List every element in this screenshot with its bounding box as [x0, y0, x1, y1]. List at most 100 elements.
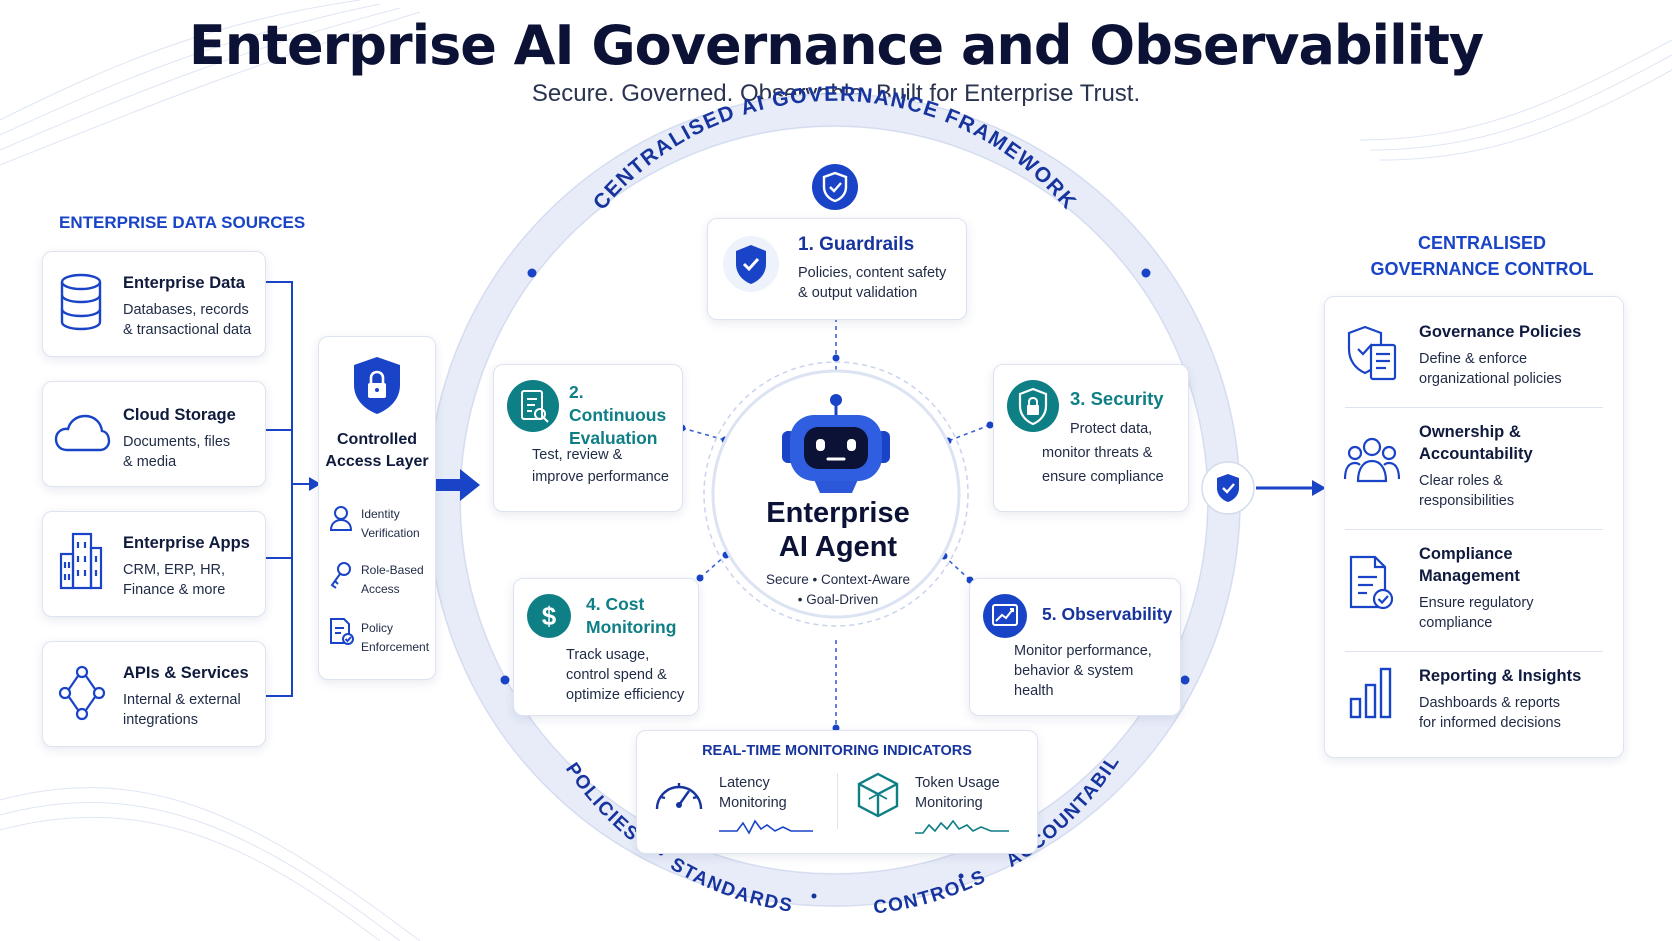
cost-title: 4. Cost Monitoring — [586, 593, 676, 639]
data-source-desc-line2: & transactional data — [123, 322, 252, 338]
data-source-title: Cloud Storage — [123, 406, 236, 424]
access-layer-card: Controlled Access Layer Identity Verific… — [318, 336, 436, 680]
bar-chart-icon — [1349, 667, 1392, 719]
team-icon — [1343, 437, 1401, 483]
access-layer-title-line2: Access Layer — [325, 453, 429, 470]
policy-document-icon — [330, 618, 354, 645]
governance-control-heading: CENTRALISED GOVERNANCE CONTROL — [1322, 230, 1642, 282]
data-source-title: Enterprise Apps — [123, 534, 250, 552]
policy-shield-icon — [1347, 325, 1397, 381]
latency-sparkline — [719, 819, 813, 835]
access-item-role: Role-Based Access — [361, 561, 424, 599]
module-continuous-evaluation: 2. Continuous Evaluation Test, review & … — [493, 364, 683, 512]
access-layer-title-line1: Controlled — [337, 431, 417, 448]
ring-word-standards: STANDARDS — [667, 854, 794, 917]
governance-divider — [1345, 529, 1603, 530]
governance-item-desc-line1: Ensure regulatory — [1419, 595, 1534, 611]
data-source-card-apis: APIs & Services Internal & external inte… — [42, 641, 266, 747]
access-item-line1: Identity — [361, 507, 400, 521]
observability-desc-line1: Monitor performance, — [1014, 643, 1152, 659]
access-item-line1: Role-Based — [361, 563, 424, 577]
governance-item-title: Compliance Management — [1419, 543, 1520, 587]
data-source-desc-line2: Finance & more — [123, 582, 226, 598]
access-item-identity: Identity Verification — [361, 505, 420, 543]
security-desc-line2: monitor threats & — [1042, 445, 1153, 461]
governance-control-panel: Governance Policies Define & enforce org… — [1324, 296, 1624, 758]
ring-word-policies: POLICIES — [561, 759, 642, 846]
governance-item-desc-line1: Clear roles & — [1419, 473, 1503, 489]
guardrails-desc-line1: Policies, content safety — [798, 265, 947, 281]
governance-control-heading-line2: GOVERNANCE CONTROL — [1370, 259, 1594, 279]
api-nodes-icon — [58, 665, 106, 721]
agent-title: Enterprise AI Agent — [718, 496, 958, 564]
svg-text:POLICIES: POLICIES — [561, 759, 643, 846]
buildings-icon — [59, 532, 103, 590]
evaluation-title-line2: Evaluation — [569, 428, 658, 448]
data-source-card-enterprise-apps: Enterprise Apps CRM, ERP, HR, Finance & … — [42, 511, 266, 617]
svg-text:$: $ — [542, 601, 557, 631]
token-sparkline — [915, 819, 1009, 834]
agent-title-line2: AI Agent — [778, 531, 898, 563]
agent-subtitle: Secure • Context-Aware • Goal-Driven — [718, 570, 958, 610]
observability-desc-line3: health — [1014, 683, 1054, 699]
svg-text:CONTROLS: CONTROLS — [872, 866, 990, 918]
token-cube-icon — [857, 772, 899, 818]
governance-item-desc-line2: compliance — [1419, 615, 1493, 631]
module-security: 3. Security Protect data, monitor threat… — [993, 364, 1189, 512]
data-sources-connector — [265, 281, 321, 697]
token-label-line2: Monitoring — [915, 795, 983, 811]
observability-desc-line2: behavior & system — [1014, 663, 1134, 679]
token-label-line1: Token Usage — [915, 775, 1000, 791]
gauge-icon — [655, 783, 703, 810]
agent-title-line1: Enterprise — [766, 497, 910, 529]
access-item-line1: Policy — [361, 621, 394, 635]
monitoring-heading: REAL-TIME MONITORING INDICATORS — [702, 743, 972, 759]
security-desc-line3: ensure compliance — [1042, 469, 1164, 485]
latency-label: Latency Monitoring — [719, 773, 787, 813]
lock-shield-icon — [354, 357, 400, 414]
monitoring-divider — [837, 773, 838, 829]
cloud-icon — [54, 414, 111, 452]
data-source-desc-line1: CRM, ERP, HR, — [123, 562, 226, 578]
key-icon — [330, 562, 351, 589]
governance-item-title: Governance Policies — [1419, 323, 1582, 341]
ring-word-controls: CONTROLS — [872, 866, 988, 918]
governance-item-title-line2: Management — [1419, 567, 1520, 585]
access-item-line2: Verification — [361, 526, 420, 540]
data-source-desc-line2: & media — [123, 454, 177, 470]
token-label: Token Usage Monitoring — [915, 773, 1000, 813]
access-item-line2: Access — [361, 582, 400, 596]
page-title: Enterprise AI Governance and Observabili… — [188, 14, 1484, 77]
cost-desc-line1: Track usage, — [566, 647, 650, 663]
data-source-card-cloud-storage: Cloud Storage Documents, files & media — [42, 381, 266, 487]
security-desc-line1: Protect data, — [1070, 421, 1153, 437]
governance-control-heading-line1: CENTRALISED — [1417, 233, 1546, 253]
governance-item-title: Reporting & Insights — [1419, 667, 1582, 685]
data-source-desc-line2: integrations — [123, 712, 198, 728]
user-icon — [329, 506, 353, 531]
evaluation-title: 2. Continuous Evaluation — [569, 381, 682, 450]
agent-subtitle-line1: Secure • Context-Aware — [765, 572, 911, 587]
security-lock-icon — [1007, 380, 1059, 432]
data-source-card-enterprise-data: Enterprise Data Databases, records & tra… — [42, 251, 266, 357]
module-observability: 5. Observability Monitor performance, be… — [969, 578, 1181, 716]
governance-item-title-line1: Compliance — [1419, 545, 1513, 563]
evaluation-desc-line2: improve performance — [532, 469, 669, 485]
dollar-icon: $ — [527, 594, 571, 638]
governance-item-desc-line2: responsibilities — [1419, 493, 1515, 509]
module-cost-monitoring: $ 4. Cost Monitoring Track usage, contro… — [513, 578, 699, 716]
evaluation-clipboard-icon — [507, 380, 559, 432]
monitoring-indicators-panel: REAL-TIME MONITORING INDICATORS Latency … — [636, 730, 1038, 854]
latency-label-line1: Latency — [719, 775, 770, 791]
data-source-desc-line1: Documents, files — [123, 434, 231, 450]
governance-divider — [1345, 407, 1603, 408]
governance-item-desc-line1: Dashboards & reports — [1419, 695, 1561, 711]
evaluation-desc-line1: Test, review & — [532, 447, 623, 463]
ring-shield-icon — [812, 164, 858, 210]
data-sources-heading: ENTERPRISE DATA SOURCES — [59, 213, 306, 232]
observability-title: 5. Observability — [1042, 604, 1173, 624]
arrow-to-governance — [1256, 480, 1326, 496]
governance-item-title-line1: Ownership & — [1419, 423, 1521, 441]
access-item-line2: Enforcement — [361, 640, 430, 654]
